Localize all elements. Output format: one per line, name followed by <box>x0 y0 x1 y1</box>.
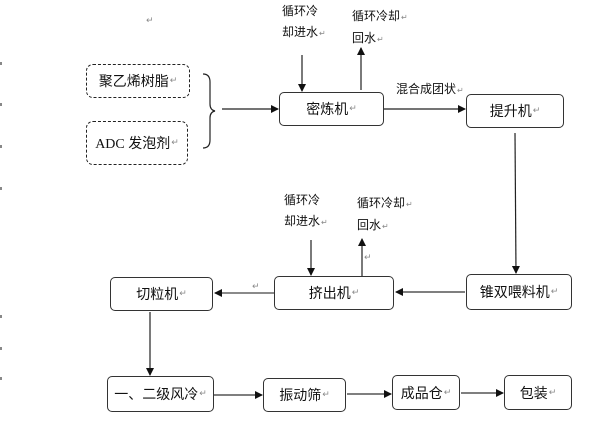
return-mark: ↵ <box>349 104 357 114</box>
return-mark: ↵ <box>321 218 328 227</box>
return-mark: ↵ <box>406 200 413 209</box>
return-mark: ↵ <box>322 390 330 400</box>
input-label: ADC 发泡剂 <box>95 137 171 152</box>
node-cooling: 一、二级风冷↵ <box>107 376 214 412</box>
return-mark: ↵ <box>401 13 408 22</box>
margin-tick <box>0 62 2 65</box>
label-line: 回水 <box>357 218 382 232</box>
margin-tick <box>0 315 2 318</box>
node-label: 提升机 <box>489 104 532 120</box>
return-mark: ↵ <box>382 222 389 231</box>
margin-tick <box>0 145 2 148</box>
mixer-water-out-label: 循环冷却↵ 回水↵ <box>352 6 408 50</box>
margin-tick <box>0 187 2 190</box>
node-mixer: 密炼机↵ <box>279 92 384 126</box>
return-mark: ↵ <box>457 86 464 95</box>
return-mark: ↵ <box>548 387 557 398</box>
node-label: 密炼机 <box>306 102 349 118</box>
return-mark: ↵ <box>169 76 178 86</box>
node-label: 锥双喂料机 <box>479 285 550 301</box>
return-mark: ↵ <box>377 35 384 44</box>
label-line: 循环冷却 <box>357 196 406 210</box>
node-extruder: 挤出机↵ <box>274 276 394 310</box>
paragraph-mark: ↵ <box>364 253 372 263</box>
input-label: 聚乙烯树脂 <box>98 74 169 90</box>
margin-tick <box>0 347 2 350</box>
node-label: 振动筛 <box>279 388 322 404</box>
return-mark: ↵ <box>532 106 541 116</box>
extruder-water-in-label: 循环冷 却进水↵ <box>284 190 328 233</box>
node-packaging: 包装↵ <box>504 375 572 410</box>
return-mark: ↵ <box>319 29 326 38</box>
node-feeder: 锥双喂料机↵ <box>466 274 572 310</box>
return-mark: ↵ <box>443 387 452 398</box>
input-adc-foaming-agent: ADC 发泡剂↵ <box>86 121 188 165</box>
paragraph-mark: ↵ <box>146 16 154 26</box>
return-mark: ↵ <box>550 287 559 297</box>
node-lift: 提升机↵ <box>466 94 564 128</box>
label-line: 却进水 <box>284 214 321 228</box>
edge-label-mixer-to-lift: 混合成团状↵ <box>396 79 464 101</box>
node-cutter: 切粒机↵ <box>110 277 213 311</box>
label-line: 循环冷 <box>282 4 319 18</box>
input-polyethylene-resin: 聚乙烯树脂↵ <box>86 64 190 98</box>
return-mark: ↵ <box>171 138 179 148</box>
paragraph-mark: ↵ <box>252 282 260 292</box>
node-label: 挤出机 <box>308 286 351 302</box>
margin-tick <box>0 103 2 106</box>
extruder-water-out-label: 循环冷却↵ 回水↵ <box>357 193 413 237</box>
grouping-brace <box>202 73 216 149</box>
mixer-water-in-label: 循环冷 却进水↵ <box>282 1 326 44</box>
margin-tick <box>0 377 2 380</box>
label-line: 循环冷 <box>284 193 321 207</box>
return-mark: ↵ <box>179 289 187 299</box>
node-screen: 振动筛↵ <box>263 378 346 412</box>
node-label: 成品仓 <box>400 385 443 402</box>
arrow-lift-to-feeder <box>511 132 520 274</box>
label-line: 却进水 <box>282 25 319 39</box>
label-line: 回水 <box>352 31 377 45</box>
node-label: 一、二级风冷 <box>114 387 199 403</box>
edge-label-text: 混合成团状 <box>396 82 457 96</box>
return-mark: ↵ <box>199 389 207 399</box>
node-product-bin: 成品仓↵ <box>392 375 460 410</box>
node-label: 包装 <box>519 385 548 402</box>
label-line: 循环冷却 <box>352 9 401 23</box>
return-mark: ↵ <box>351 288 360 298</box>
node-label: 切粒机 <box>136 287 179 303</box>
